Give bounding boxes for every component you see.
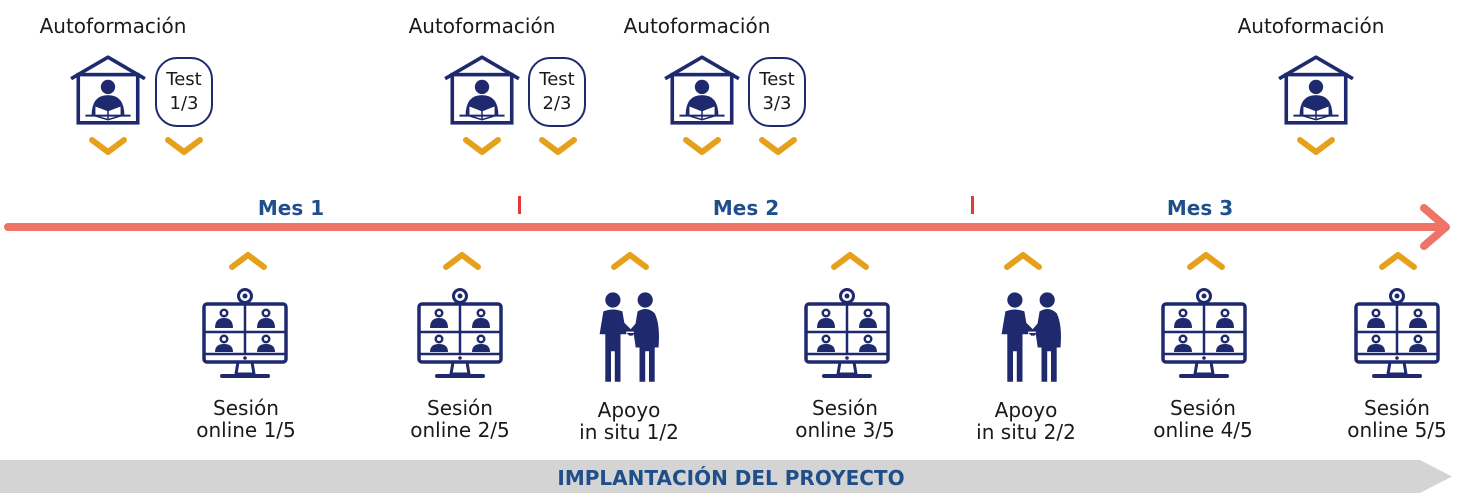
session-label: Sesión online 1/5: [196, 397, 296, 441]
handshake-people-icon: [994, 290, 1070, 386]
test-badge: Test 1/3: [155, 57, 213, 127]
support-label: Apoyo in situ 1/2: [579, 399, 679, 443]
video-conference-monitor-icon: [415, 288, 505, 388]
support-title: Apoyo: [994, 398, 1058, 422]
house-reading-person-icon: [661, 54, 743, 126]
month-label: Mes 1: [257, 196, 325, 220]
session-label: Sesión online 2/5: [410, 397, 510, 441]
chevron-up-icon: [1186, 251, 1226, 271]
month-divider: [518, 196, 521, 214]
session-detail: online 5/5: [1347, 418, 1447, 442]
chevron-down-icon: [538, 136, 578, 156]
chevron-down-icon: [1296, 136, 1336, 156]
video-conference-monitor-icon: [200, 288, 290, 388]
autoformacion-label: Autoformación: [408, 14, 556, 38]
session-label: Sesión online 4/5: [1153, 397, 1253, 441]
house-reading-person-icon: [67, 54, 149, 126]
test-count: 3/3: [762, 93, 792, 114]
project-bar: [0, 460, 1452, 493]
test-label: Test: [166, 69, 202, 90]
session-detail: online 1/5: [196, 418, 296, 442]
session-title: Sesión: [1364, 396, 1430, 420]
autoformacion-label: Autoformación: [623, 14, 771, 38]
support-detail: in situ 2/2: [976, 420, 1076, 444]
month-label: Mes 2: [712, 196, 780, 220]
chevron-down-icon: [682, 136, 722, 156]
test-count: 2/3: [542, 93, 572, 114]
session-detail: online 3/5: [795, 418, 895, 442]
chevron-up-icon: [1378, 251, 1418, 271]
test-count: 1/3: [169, 93, 199, 114]
timeline-arrow: [4, 204, 1450, 250]
chevron-up-icon: [1003, 251, 1043, 271]
video-conference-monitor-icon: [1159, 288, 1249, 388]
autoformacion-label: Autoformación: [39, 14, 187, 38]
chevron-up-icon: [442, 251, 482, 271]
chevron-down-icon: [88, 136, 128, 156]
session-detail: online 4/5: [1153, 418, 1253, 442]
support-detail: in situ 1/2: [579, 420, 679, 444]
session-title: Sesión: [213, 396, 279, 420]
support-title: Apoyo: [597, 398, 661, 422]
house-reading-person-icon: [1275, 54, 1357, 126]
chevron-down-icon: [462, 136, 502, 156]
session-title: Sesión: [812, 396, 878, 420]
handshake-people-icon: [592, 290, 668, 386]
chevron-up-icon: [610, 251, 650, 271]
session-label: Sesión online 5/5: [1347, 397, 1447, 441]
session-label: Sesión online 3/5: [795, 397, 895, 441]
autoformacion-label: Autoformación: [1237, 14, 1385, 38]
session-title: Sesión: [427, 396, 493, 420]
house-reading-person-icon: [441, 54, 523, 126]
project-label: IMPLANTACIÓN DEL PROYECTO: [557, 466, 905, 490]
chevron-down-icon: [758, 136, 798, 156]
month-label: Mes 3: [1166, 196, 1234, 220]
video-conference-monitor-icon: [1352, 288, 1442, 388]
chevron-down-icon: [164, 136, 204, 156]
support-label: Apoyo in situ 2/2: [976, 399, 1076, 443]
test-badge: Test 3/3: [748, 57, 806, 127]
session-detail: online 2/5: [410, 418, 510, 442]
test-badge: Test 2/3: [528, 57, 586, 127]
month-divider: [971, 196, 974, 214]
chevron-up-icon: [830, 251, 870, 271]
session-title: Sesión: [1170, 396, 1236, 420]
chevron-up-icon: [228, 251, 268, 271]
test-label: Test: [759, 69, 795, 90]
video-conference-monitor-icon: [802, 288, 892, 388]
test-label: Test: [539, 69, 575, 90]
